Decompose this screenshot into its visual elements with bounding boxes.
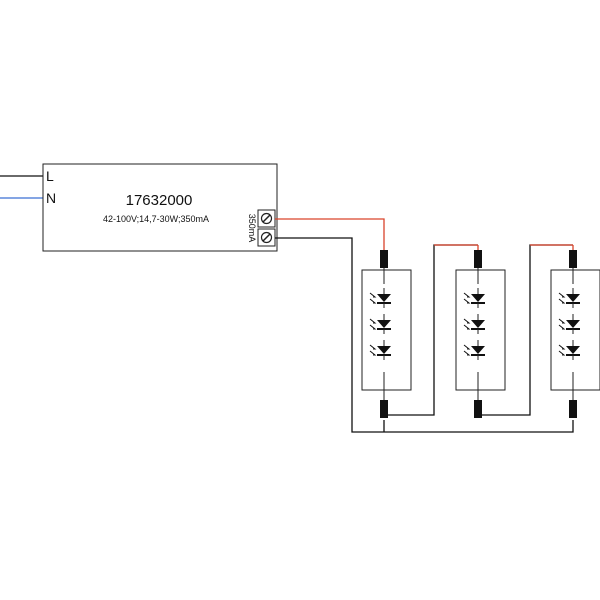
positive-output-wire — [275, 218, 385, 250]
connector-bottom — [569, 400, 577, 418]
connector-top — [474, 250, 482, 268]
live-label: L — [46, 168, 54, 184]
connector-top — [569, 250, 577, 268]
terminal-block — [257, 209, 276, 247]
led-module-1 — [361, 250, 412, 418]
connector-bottom — [474, 400, 482, 418]
negative-return-wire — [275, 237, 574, 433]
connector-top — [380, 250, 388, 268]
output-current-label: 350mA — [247, 214, 257, 243]
connector-bottom — [380, 400, 388, 418]
led-module-3 — [550, 245, 600, 418]
neutral-label: N — [46, 190, 56, 206]
driver-box — [42, 163, 278, 252]
led-module-2 — [455, 245, 506, 418]
driver-spec: 42-100V;14,7-30W;350mA — [103, 214, 209, 224]
driver-part-number: 17632000 — [126, 192, 193, 209]
